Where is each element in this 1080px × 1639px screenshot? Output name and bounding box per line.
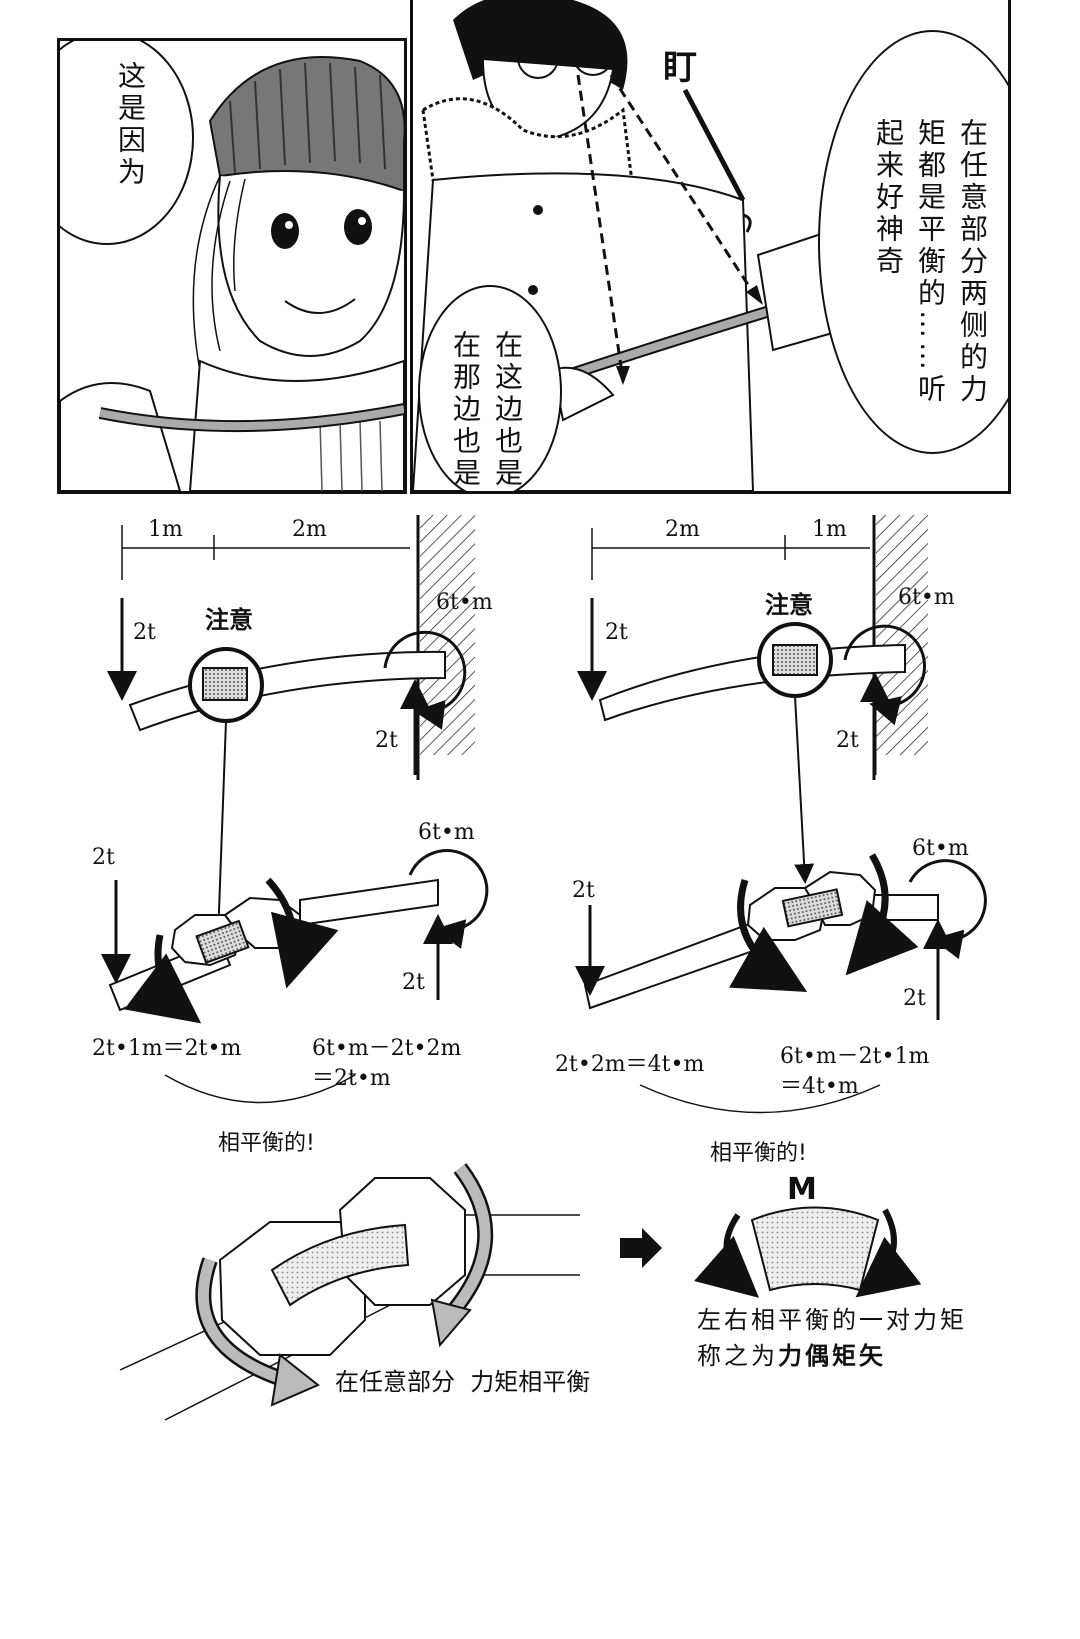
- balanced-label: 相平衡的!: [218, 1131, 315, 1156]
- panel-girl: 这是因为: [57, 38, 407, 494]
- panel-boy: 盯 在任意部分两侧的力 矩都是平衡的……听 起来好神奇 在这边也是 在那边也是: [410, 0, 1011, 494]
- caption-right-line2: 称之为力偶矩矢: [697, 1336, 886, 1371]
- equation: 2t•2m＝4t•m: [555, 1052, 705, 1077]
- caption-right-line1: 左右相平衡的一对力矩: [697, 1306, 967, 1334]
- equation: 2t•1m＝2t•m: [92, 1036, 242, 1061]
- moment-label: 6t•m: [912, 836, 969, 861]
- force-label: 2t: [133, 620, 156, 645]
- left-top-diagram: [107, 515, 475, 942]
- note-label: 注意: [765, 591, 813, 619]
- bubble-small-line: 在这边也是: [491, 330, 524, 490]
- dim-1m: 1m: [148, 517, 183, 542]
- dim-2m: 2m: [665, 517, 700, 542]
- caption-term: 力偶矩矢: [778, 1342, 886, 1370]
- bubble-text: 这是因为: [114, 61, 147, 189]
- bubble-main-line: 在任意部分两侧的力: [956, 118, 989, 406]
- bubble-small-line: 在那边也是: [449, 330, 482, 490]
- right-top-diagram: [577, 515, 928, 884]
- left-bottom-diagram: [101, 849, 489, 1104]
- speech-bubble-small: [418, 285, 562, 491]
- sfx-stare: 盯: [663, 48, 697, 88]
- reaction-label: 2t: [375, 728, 398, 753]
- couple-moment-diagram: [119, 1163, 922, 1421]
- force-label: 2t: [605, 620, 628, 645]
- dim-1m: 1m: [812, 517, 847, 542]
- caption-left: 在任意部分 力矩相平衡: [335, 1368, 591, 1396]
- moment-m-label: M: [787, 1172, 817, 1207]
- equation: 6t•m－2t•2m: [312, 1036, 462, 1061]
- moment-label: 6t•m: [898, 585, 955, 610]
- force-label: 2t: [92, 845, 115, 870]
- right-bottom-diagram: [575, 853, 987, 1114]
- note-label: 注意: [205, 606, 253, 634]
- dim-2m: 2m: [292, 517, 327, 542]
- bubble-main-line: 起来好神奇: [872, 118, 905, 278]
- caption-prefix: 称之为: [697, 1342, 778, 1370]
- moment-label: 6t•m: [418, 820, 475, 845]
- bubble-small-text: 在这边也是 在那边也是: [445, 330, 527, 490]
- reaction-label: 2t: [836, 728, 859, 753]
- equation: 6t•m－2t•1m: [780, 1044, 930, 1069]
- reaction-label: 2t: [402, 970, 425, 995]
- equation: ＝4t•m: [780, 1074, 859, 1099]
- bubble-main-line: 矩都是平衡的……听: [914, 118, 947, 406]
- equation: ＝2t•m: [312, 1066, 391, 1091]
- force-label: 2t: [572, 878, 595, 903]
- moment-label: 6t•m: [436, 590, 493, 615]
- balanced-label: 相平衡的!: [710, 1141, 807, 1166]
- bubble-main-text: 在任意部分两侧的力 矩都是平衡的……听 起来好神奇: [868, 118, 992, 406]
- reaction-label: 2t: [903, 986, 926, 1011]
- girl-illustration: [60, 56, 404, 491]
